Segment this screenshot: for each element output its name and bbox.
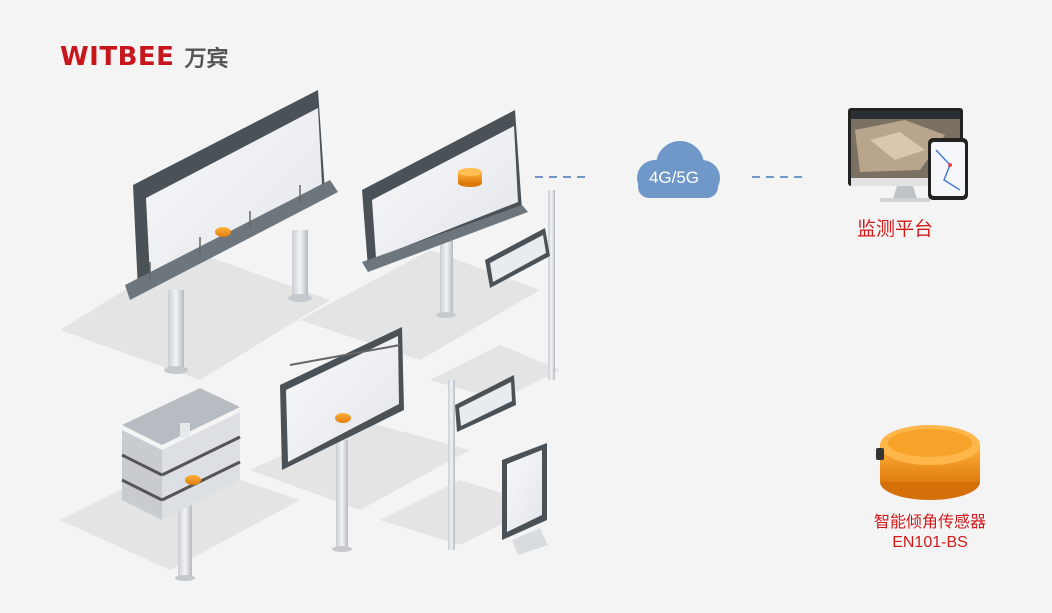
platform-label: 监测平台 — [856, 218, 933, 240]
billboard-cube — [121, 388, 241, 581]
network-label: 4G/5G — [648, 168, 700, 187]
sensor-device-icon — [876, 425, 980, 500]
sensor-marker — [335, 413, 351, 423]
sensor-marker — [458, 168, 482, 187]
billboard-pole-small — [485, 190, 555, 380]
logo-cn-text: 万宾 — [184, 47, 229, 72]
ground-shadows — [60, 250, 560, 570]
sensor-marker — [215, 227, 231, 237]
billboard-upper — [362, 110, 528, 318]
billboard-lightbox — [502, 443, 548, 555]
brand-logo: WITBEE 万宾 — [60, 40, 228, 74]
sensor-marker — [185, 475, 201, 485]
billboard-large — [125, 90, 338, 374]
phone-icon — [928, 138, 968, 200]
billboard-pole-lower — [448, 375, 516, 550]
logo-brand-text: WITBEE — [60, 42, 175, 72]
billboard-mid — [280, 327, 404, 552]
sensor-name-label: 智能倾角传感器 — [873, 512, 986, 531]
sensor-model-label: EN101-BS — [892, 534, 968, 551]
cloud-icon — [637, 141, 720, 198]
